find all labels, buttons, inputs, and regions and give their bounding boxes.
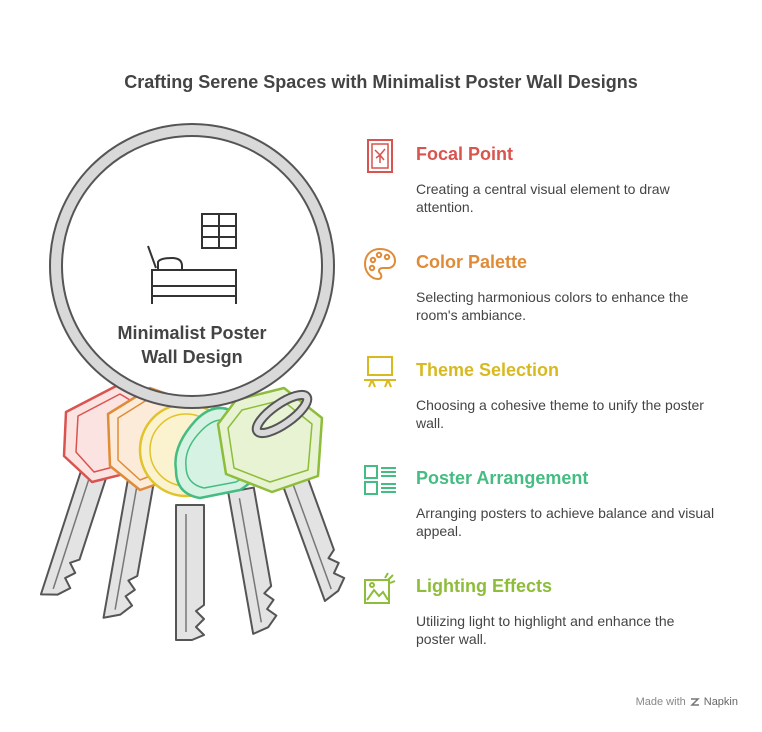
item-description: Utilizing light to highlight and enhance… bbox=[416, 613, 675, 647]
item-description: Creating a central visual element to dra… bbox=[416, 181, 670, 215]
key-2 bbox=[102, 476, 155, 619]
made-with-label: Made with bbox=[635, 696, 686, 708]
item-heading: Focal Point bbox=[416, 144, 514, 164]
napkin-logo-icon bbox=[689, 698, 700, 706]
footer-attribution[interactable]: Made with Napkin bbox=[636, 696, 738, 708]
napkin-brand: Napkin bbox=[703, 696, 738, 708]
keys bbox=[39, 464, 346, 641]
item-heading: Theme Selection bbox=[416, 360, 560, 380]
bedroom-icon bbox=[147, 213, 237, 304]
item-heading: Poster Arrangement bbox=[416, 468, 589, 488]
center-label-line-2: Wall Design bbox=[141, 347, 242, 367]
palette-icon bbox=[363, 247, 397, 281]
key-4 bbox=[227, 486, 278, 635]
diagram-title: Crafting Serene Spaces with Minimalist P… bbox=[124, 72, 638, 92]
key-5 bbox=[277, 464, 346, 602]
item-heading: Lighting Effects bbox=[416, 576, 552, 596]
image-light-icon bbox=[364, 572, 396, 604]
item-description: Selecting harmonious colors to enhance t… bbox=[416, 289, 689, 323]
item-description: Choosing a cohesive theme to unify the p… bbox=[416, 397, 704, 431]
key-3 bbox=[175, 504, 205, 641]
center-label-line-1: Minimalist Poster bbox=[117, 323, 266, 343]
item-description: Arranging posters to achieve balance and… bbox=[416, 505, 715, 539]
keyring-illustration: Minimalist Poster Wall Design bbox=[39, 123, 346, 641]
easel-board-icon bbox=[364, 356, 396, 388]
item-heading: Color Palette bbox=[416, 252, 528, 272]
key-1 bbox=[39, 464, 109, 596]
grid-list-icon bbox=[364, 465, 396, 495]
framed-picture-icon bbox=[367, 139, 393, 173]
